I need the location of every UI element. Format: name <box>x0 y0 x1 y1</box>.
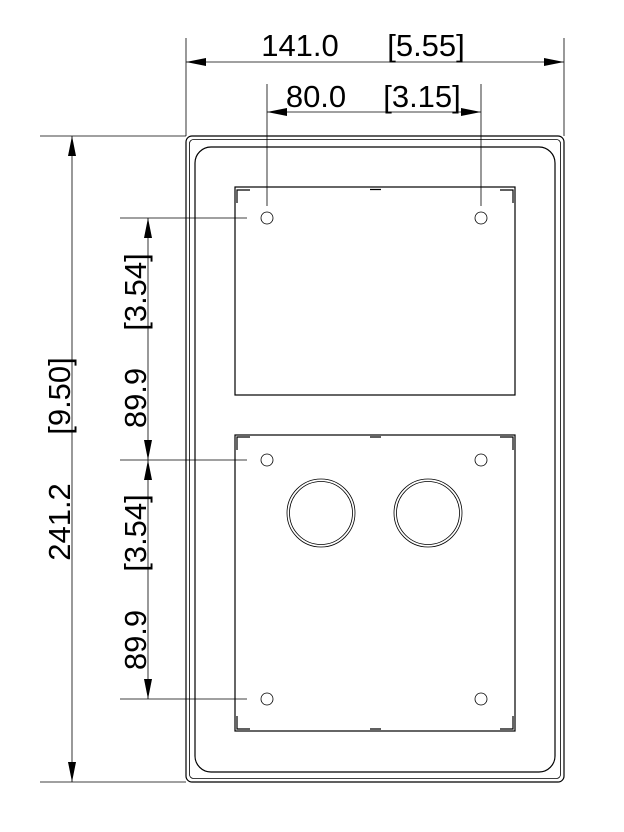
dim-label-in: [9.50] <box>42 357 77 435</box>
dim-label-mm: 89.9 <box>118 610 153 670</box>
knockout-left <box>286 478 356 548</box>
dim-label-in: [5.55] <box>387 28 465 63</box>
dim-label-in: [3.54] <box>118 253 153 331</box>
mounting-hole <box>474 211 488 225</box>
dim-label-in: [3.15] <box>383 79 461 114</box>
dimension-hole-spacing-lower: 89.9 [3.54] <box>118 460 247 700</box>
dim-label-mm: 89.9 <box>118 368 153 428</box>
dimension-overall-width: 141.0 [5.55] <box>185 28 565 136</box>
dimension-overall-height: 241.2 [9.50] <box>40 135 186 783</box>
dimension-hole-spacing-width: 80.0 [3.15] <box>266 79 482 206</box>
mounting-hole <box>260 211 274 225</box>
dim-label-in: [3.54] <box>118 494 153 572</box>
dim-label-mm: 141.0 <box>261 28 339 63</box>
dim-label-mm: 241.2 <box>42 483 77 561</box>
mounting-hole <box>260 453 274 467</box>
mounting-hole <box>260 692 274 706</box>
knockout-right <box>393 478 463 548</box>
mounting-hole <box>474 453 488 467</box>
dim-label-mm: 80.0 <box>286 79 346 114</box>
mounting-hole <box>474 692 488 706</box>
dimension-hole-spacing-upper: 89.9 [3.54] <box>118 217 247 461</box>
enclosure-outline <box>185 135 565 783</box>
upper-panel <box>234 186 516 396</box>
lower-panel <box>234 434 516 732</box>
